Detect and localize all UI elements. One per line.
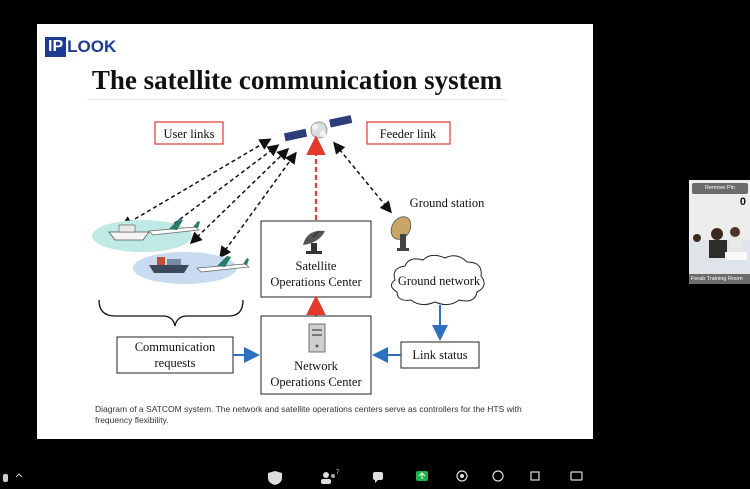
sat-ops-line2: Operations Center bbox=[270, 275, 362, 289]
satellite-icon bbox=[283, 115, 353, 142]
participant-name: Ferab Training Room bbox=[689, 274, 750, 284]
participants-count: 7 bbox=[336, 470, 340, 476]
mic-icon[interactable] bbox=[3, 473, 23, 482]
participant-video-feed bbox=[689, 180, 750, 284]
airplane-icon bbox=[148, 219, 200, 236]
remove-pin-button[interactable]: Remove Pin bbox=[692, 183, 748, 194]
ground-station-label: Ground station bbox=[410, 196, 485, 210]
airplane-icon-2 bbox=[196, 256, 250, 273]
record-icon[interactable] bbox=[456, 470, 468, 482]
ground-station-dish-icon bbox=[390, 216, 412, 251]
link-status-box: Link status bbox=[400, 341, 480, 369]
communication-requests-box: Communication requests bbox=[116, 336, 234, 374]
cargo-ship-icon bbox=[149, 257, 189, 273]
feeder-link-label: Feeder link bbox=[366, 121, 451, 145]
network-operations-center: Network Operations Center bbox=[260, 315, 372, 395]
svg-text:Link status: Link status bbox=[412, 348, 467, 362]
ship-icon bbox=[108, 224, 150, 241]
satellite-dish-icon bbox=[303, 230, 325, 254]
feeder-link-arrow bbox=[333, 141, 392, 214]
more-icon[interactable] bbox=[570, 471, 583, 481]
comm-req-line2: requests bbox=[155, 356, 196, 370]
sat-ops-line1: Satellite bbox=[296, 259, 337, 273]
security-icon[interactable] bbox=[268, 471, 282, 485]
apps-icon[interactable] bbox=[530, 471, 540, 481]
figure-caption: Diagram of a SATCOM system. The network … bbox=[95, 404, 522, 425]
svg-text:Feeder link: Feeder link bbox=[380, 127, 437, 141]
participant-video-tile[interactable]: Remove Pin 0 Ferab Training Room bbox=[689, 180, 750, 284]
presentation-slide: IP LOOK The satellite communication syst… bbox=[37, 24, 593, 439]
logo-mark: IP bbox=[45, 37, 67, 57]
satcom-diagram: User links Feeder link bbox=[92, 115, 485, 395]
comm-req-line1: Communication bbox=[135, 340, 216, 354]
share-screen-icon[interactable] bbox=[416, 471, 428, 481]
chat-icon[interactable] bbox=[373, 472, 383, 483]
iplook-logo: IP LOOK bbox=[45, 37, 116, 57]
logo-text: LOOK bbox=[67, 37, 117, 56]
net-ops-line1: Network bbox=[294, 359, 338, 373]
users-illustration bbox=[92, 219, 250, 284]
participants-icon[interactable] bbox=[321, 472, 335, 484]
title-divider bbox=[87, 99, 507, 100]
slide-title: The satellite communication system bbox=[91, 65, 503, 95]
user-links-label: User links bbox=[154, 121, 224, 145]
server-icon bbox=[308, 323, 326, 353]
svg-text:Ground network: Ground network bbox=[398, 274, 481, 288]
net-ops-line2: Operations Center bbox=[270, 375, 362, 389]
meeting-toolbar: 7 bbox=[0, 466, 750, 489]
users-brace bbox=[98, 299, 244, 327]
user-link-arrows bbox=[120, 138, 297, 259]
svg-text:User links: User links bbox=[163, 127, 214, 141]
tile-count: 0 bbox=[739, 196, 746, 208]
ground-network-cloud: Ground network bbox=[391, 254, 485, 306]
satellite-operations-center: Satellite Operations Center bbox=[260, 220, 372, 298]
reactions-icon[interactable] bbox=[492, 470, 504, 482]
